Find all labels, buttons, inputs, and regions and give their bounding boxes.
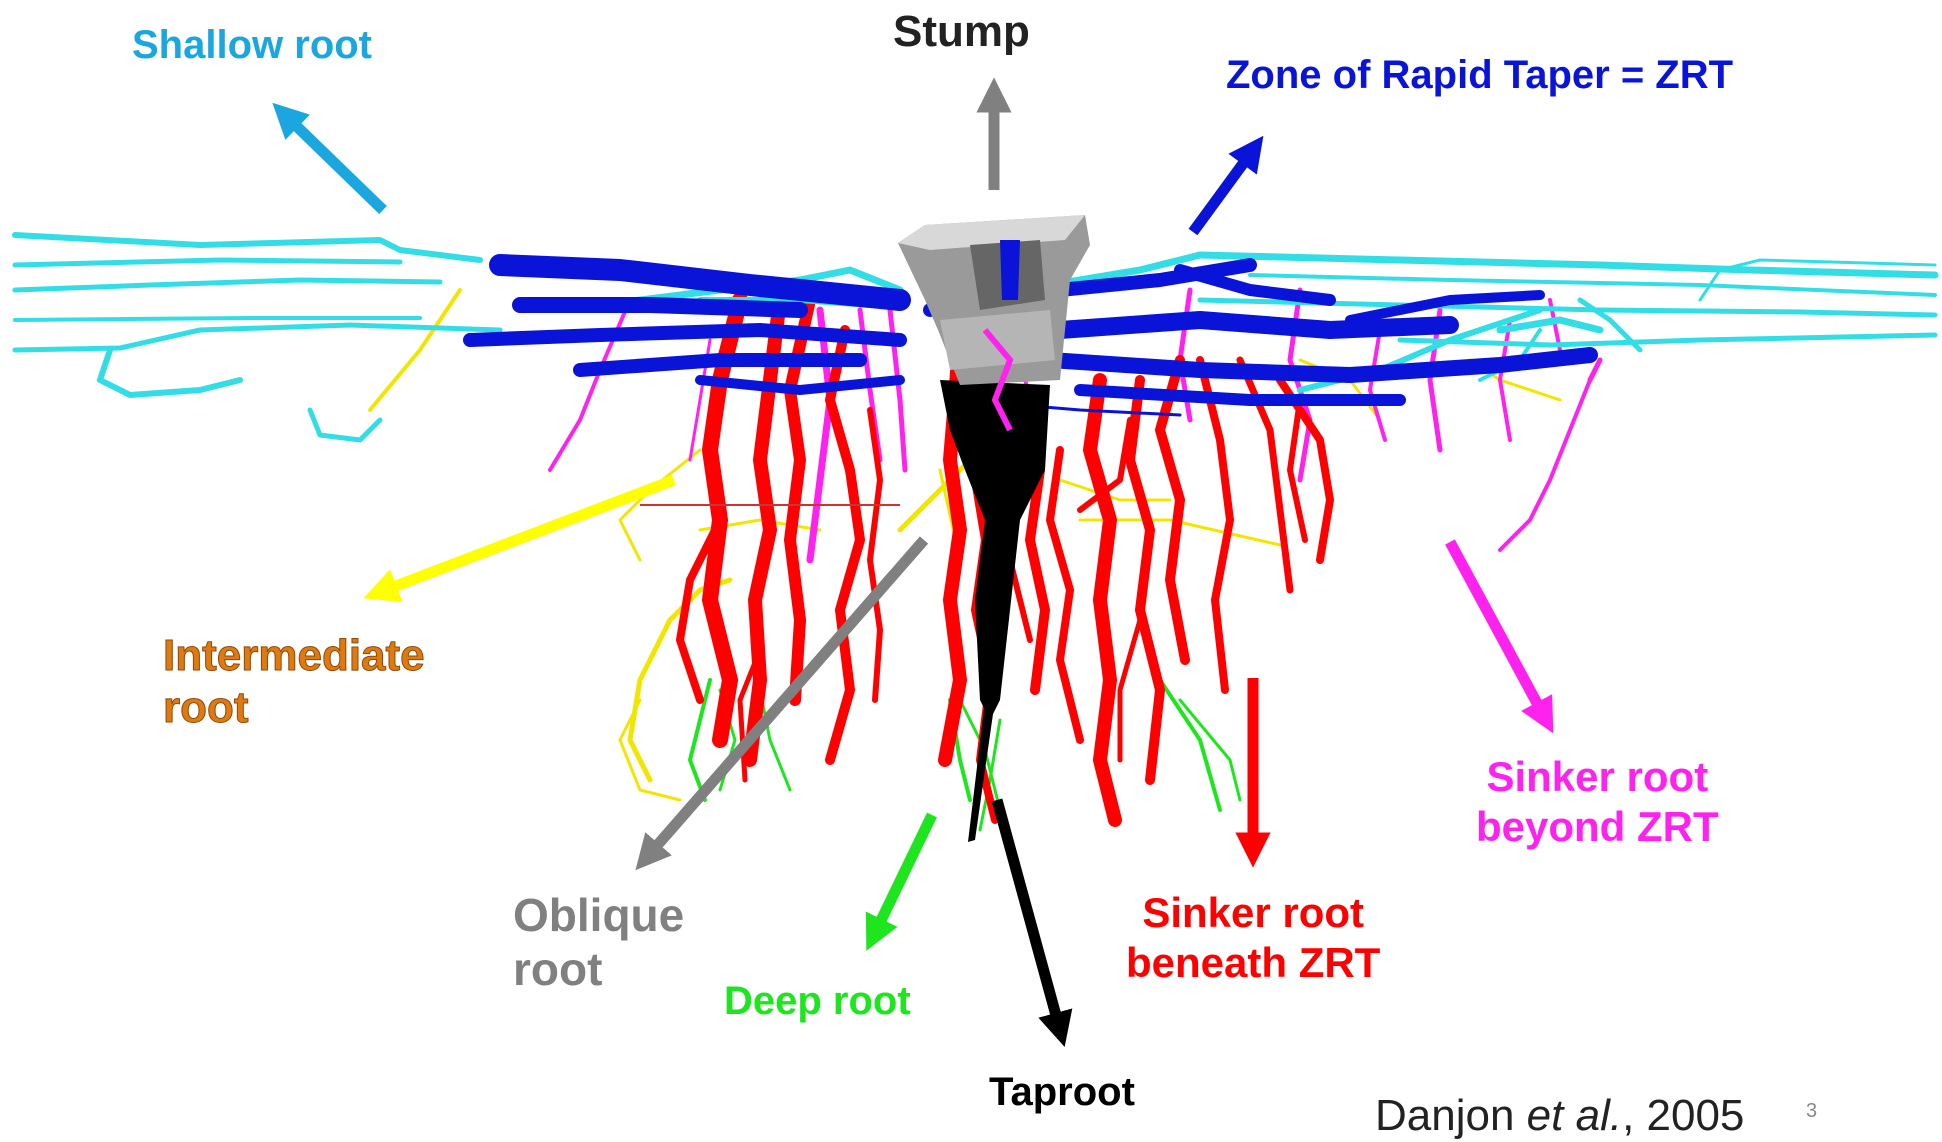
label-intermediate-root-line2: root	[163, 682, 425, 734]
label-zone-of-rapid-taper: Zone of Rapid Taper = ZRT	[1226, 52, 1733, 99]
label-oblique-root-line1: Oblique	[513, 888, 684, 942]
label-deep-root: Deep root	[724, 978, 911, 1025]
arrow-sinker-beyond-zrt	[1450, 542, 1545, 718]
label-oblique-root-line2: root	[513, 942, 684, 996]
citation-etal: et al.	[1527, 1091, 1622, 1140]
label-oblique-root: Oblique root	[513, 888, 684, 997]
arrow-shallow-root	[285, 115, 383, 210]
arrow-zrt	[1193, 150, 1253, 232]
stump	[898, 215, 1090, 430]
arrow-deep-root	[874, 815, 932, 935]
page-number: 3	[1806, 1100, 1817, 1124]
root-system-illustration	[0, 0, 1942, 1114]
label-sinker-beyond-line1: Sinker root	[1476, 752, 1719, 802]
label-sinker-root-beneath-zrt: Sinker root beneath ZRT	[1126, 888, 1380, 987]
label-taproot: Taproot	[989, 1069, 1135, 1116]
label-shallow-root: Shallow root	[132, 22, 372, 69]
citation-author: Danjon	[1375, 1091, 1527, 1140]
arrow-taproot	[997, 800, 1060, 1030]
citation: Danjon et al., 2005	[1375, 1090, 1744, 1142]
label-intermediate-root: Intermediate root	[163, 630, 425, 734]
arrow-intermediate-root	[380, 480, 674, 592]
label-sinker-root-beyond-zrt: Sinker root beyond ZRT	[1476, 752, 1719, 851]
root-architecture-diagram: Shallow root Stump Zone of Rapid Taper =…	[0, 0, 1942, 1114]
label-stump: Stump	[893, 6, 1030, 58]
label-intermediate-root-line1: Intermediate	[163, 630, 425, 682]
label-sinker-beneath-line1: Sinker root	[1126, 888, 1380, 938]
label-sinker-beyond-line2: beyond ZRT	[1476, 802, 1719, 852]
citation-year: , 2005	[1622, 1091, 1744, 1140]
label-sinker-beneath-line2: beneath ZRT	[1126, 938, 1380, 988]
